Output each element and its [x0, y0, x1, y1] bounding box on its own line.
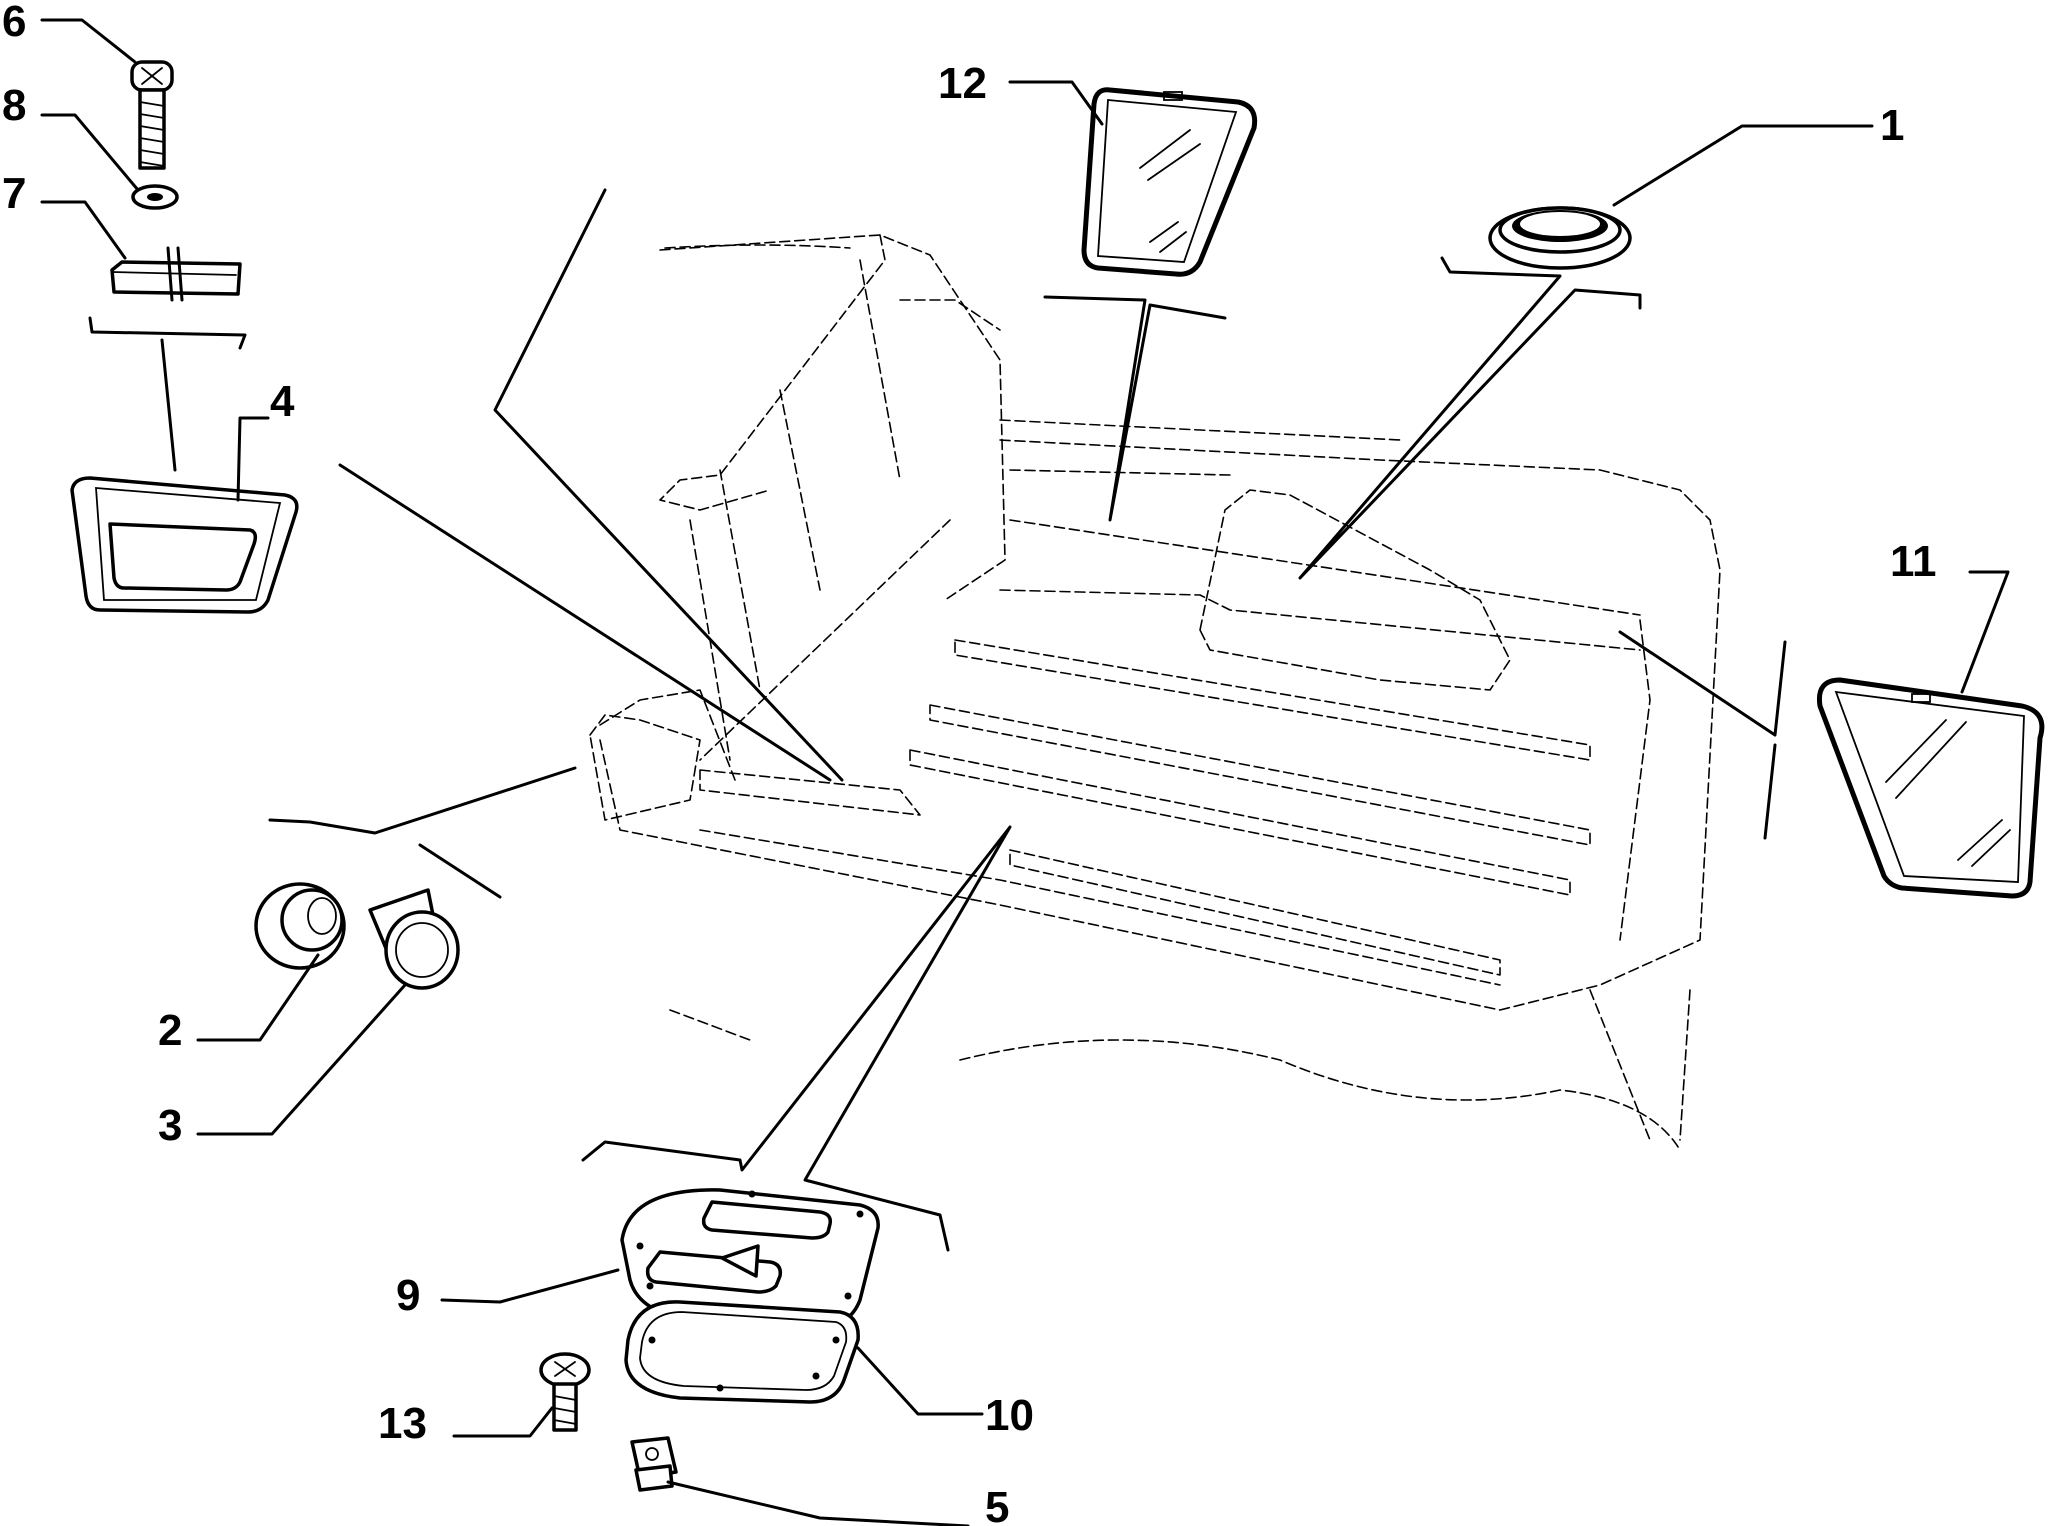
callout-3: 3 — [158, 1101, 182, 1150]
callout-1: 1 — [1880, 101, 1904, 150]
rear-glass-part-12 — [1081, 87, 1258, 277]
callout-10: 10 — [985, 1391, 1034, 1440]
cargo-bed-outline — [589, 234, 1721, 1151]
callout-4: 4 — [270, 377, 295, 426]
callout-9: 9 — [396, 1271, 420, 1320]
callout-13: 13 — [378, 1399, 427, 1448]
screw-part-6 — [130, 60, 174, 170]
side-glass-part-11 — [1816, 677, 2045, 899]
bolt-part-13 — [539, 1352, 591, 1432]
callout-11: 11 — [1890, 537, 1937, 586]
clip-part-5 — [630, 1436, 678, 1492]
callout-7: 7 — [2, 169, 26, 218]
pad-part-7 — [110, 246, 242, 302]
plug-part-2 — [254, 882, 346, 970]
callout-8: 8 — [2, 81, 26, 130]
callout-6: 6 — [2, 0, 26, 46]
callout-12: 12 — [938, 59, 987, 108]
vent-grille-part-4 — [70, 476, 299, 614]
cup-part-3 — [368, 888, 460, 990]
callout-5: 5 — [985, 1483, 1009, 1526]
callout-leaders — [40, 18, 2010, 1526]
callout-labels: 6 8 7 4 2 3 12 1 11 9 10 13 5 — [2, 0, 1937, 1526]
leader-lines — [88, 188, 1787, 1252]
washer-part-8 — [131, 184, 179, 210]
callout-2: 2 — [158, 1006, 182, 1055]
grommet-part-1 — [1488, 206, 1632, 270]
gasket-part-10 — [624, 1300, 860, 1404]
access-cover-part-9 — [620, 1188, 880, 1328]
